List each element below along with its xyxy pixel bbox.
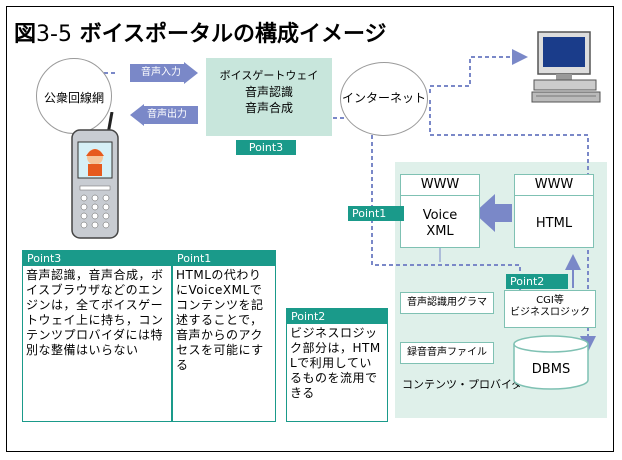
cgi-label-line1: CGI等 — [536, 295, 564, 306]
html-server-box: WWW HTML — [514, 174, 594, 248]
provider-label: コンテンツ・プロバイダ — [402, 378, 523, 391]
note-point1-tag: Point1 — [173, 251, 275, 266]
cgi-logic-box: CGI等 ビジネスロジック — [504, 290, 596, 328]
internet-node: インターネット — [340, 62, 428, 136]
note-point1-text: HTMLの代わりにVoiceXMLでコンテンツを記述することで，音声からのアクセ… — [176, 268, 264, 372]
figure-prefix: 図 — [14, 22, 37, 47]
mobile-phone-icon — [71, 112, 119, 239]
dbms-label: DBMS — [531, 362, 571, 377]
voice-gateway-box: ボイスゲートウェイ 音声認識 音声合成 — [206, 58, 332, 136]
figure-title: 図3-5 ボイスポータルの構成イメージ — [14, 16, 387, 48]
html-to-voicexml-arrow — [474, 194, 512, 232]
figure-number: 3-5 — [36, 22, 72, 47]
note-point2: Point2 ビジネスロジック部分は，HTMLで利用しているものを流用できる — [286, 308, 388, 422]
html-www-label: WWW — [515, 175, 593, 196]
html-label: HTML — [535, 216, 573, 231]
figure-frame — [6, 6, 614, 452]
recorded-audio-box: 録音音声ファイル — [400, 342, 494, 364]
grammar-box: 音声認識用グラマ — [400, 292, 494, 314]
figure-title-text: ボイスポータルの構成イメージ — [79, 22, 387, 47]
public-network-label: 公衆回線網 — [43, 91, 104, 105]
voice-output-arrow: 音声出力 — [130, 104, 198, 126]
note-point3-tag: Point3 — [23, 251, 171, 266]
voicexml-label-line1: Voice — [422, 208, 458, 223]
internet-computer-link — [429, 49, 528, 93]
dbms-cylinder: DBMS — [512, 334, 590, 392]
internet-html-link — [429, 100, 596, 352]
gateway-voice-synthesis: 音声合成 — [244, 101, 293, 115]
note-point3-text: 音声認識，音声合成，ボイスブラウザなどのエンジンは，全てボイスゲートウェイ上に持… — [26, 268, 164, 357]
note-point2-tag: Point2 — [287, 309, 387, 324]
gateway-voice-recognition: 音声認識 — [244, 85, 293, 99]
cgi-label-line2: ビジネスロジック — [510, 307, 590, 318]
note-point3: Point3 音声認識，音声合成，ボイスブラウザなどのエンジンは，全てボイスゲー… — [22, 250, 172, 422]
voicexml-server-box: WWW Voice XML — [400, 174, 480, 248]
gateway-title: ボイスゲートウェイ — [219, 69, 319, 82]
voice-output-label: 音声出力 — [147, 109, 187, 120]
note-point1: Point1 HTMLの代わりにVoiceXMLでコンテンツを記述することで，音… — [172, 250, 276, 422]
computer-icon — [531, 31, 601, 103]
voicexml-www-label: WWW — [401, 175, 479, 196]
gateway-point-tag: Point3 — [236, 140, 296, 155]
voicexml-point-tag: Point1 — [348, 206, 404, 221]
logic-point-tag: Point2 — [506, 274, 568, 289]
public-network-node: 公衆回線網 — [36, 58, 112, 134]
voicexml-label-line2: XML — [426, 224, 454, 239]
voice-input-arrow: 音声入力 — [130, 62, 198, 84]
voice-input-label: 音声入力 — [141, 67, 181, 78]
note-point2-text: ビジネスロジック部分は，HTMLで利用しているものを流用できる — [290, 326, 381, 400]
internet-label: インターネット — [341, 91, 426, 105]
